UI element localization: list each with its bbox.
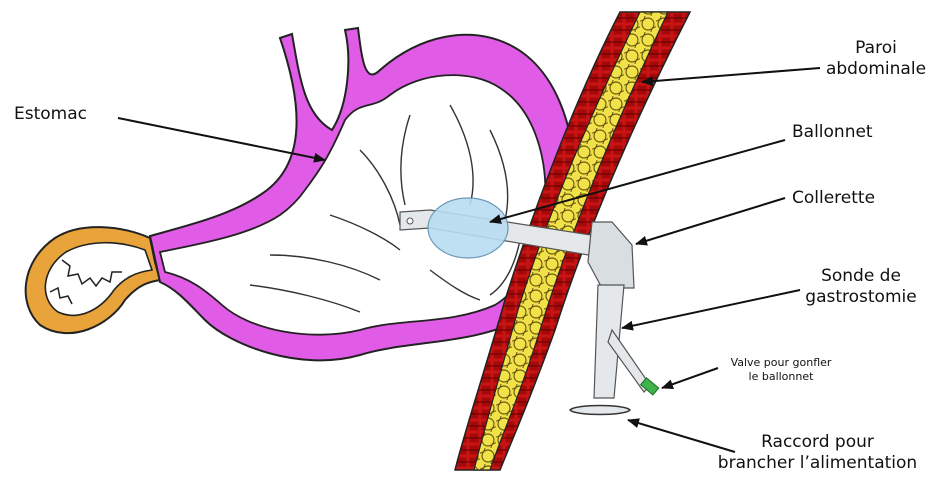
label-sonde-line2: gastrostomie (800, 287, 922, 308)
feeding-connector (570, 406, 630, 415)
arrow-estomac (118, 118, 325, 160)
label-valve-line2: le ballonnet (716, 370, 846, 384)
label-sonde-gastrostomie: Sonde de gastrostomie (800, 266, 922, 309)
label-raccord: Raccord pour brancher l’alimentation (700, 432, 935, 475)
label-collerette: Collerette (792, 188, 875, 209)
arrow-sonde (622, 290, 800, 328)
balloon (428, 198, 508, 258)
label-ballonnet: Ballonnet (792, 122, 873, 143)
label-sonde-line1: Sonde de (800, 266, 922, 287)
label-paroi-abdominale: Paroi abdominale (820, 38, 932, 81)
intestine (26, 227, 160, 333)
label-paroi-line2: abdominale (820, 59, 932, 80)
bumper-hole (407, 218, 413, 224)
arrow-paroi (642, 68, 820, 82)
label-paroi-line1: Paroi (820, 38, 932, 59)
label-estomac: Estomac (14, 104, 87, 125)
arrow-collerette (636, 198, 785, 244)
label-valve: Valve pour gonfler le ballonnet (716, 356, 846, 384)
label-raccord-line2: brancher l’alimentation (700, 453, 935, 474)
arrow-valve (662, 368, 718, 388)
label-valve-line1: Valve pour gonfler (716, 356, 846, 370)
collar (588, 222, 634, 288)
label-raccord-line1: Raccord pour (700, 432, 935, 453)
